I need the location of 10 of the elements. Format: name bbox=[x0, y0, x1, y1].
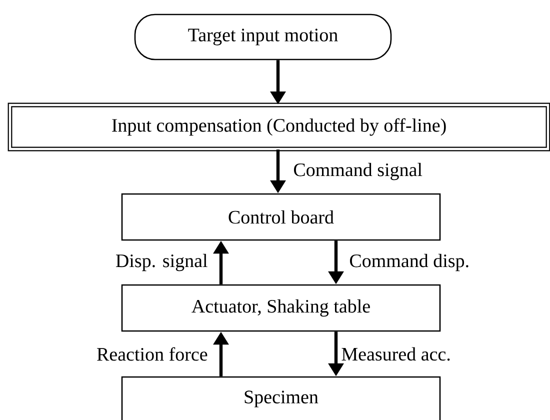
edge-label: Command signal bbox=[292, 162, 424, 182]
process-box: Actuator, Shaking table bbox=[121, 284, 441, 332]
edge-label: Reaction force bbox=[96, 346, 209, 362]
edge-label: Measured acc. bbox=[340, 346, 452, 362]
start-terminal: Target input motion bbox=[134, 14, 392, 60]
edge-label: Command disp. bbox=[348, 252, 471, 272]
process-box: Input compensation (Conducted by off-line) bbox=[8, 102, 550, 152]
process-box: Control board bbox=[121, 193, 441, 241]
edge-label: Disp. signal bbox=[114, 252, 209, 272]
process-box: Specimen bbox=[121, 376, 441, 420]
